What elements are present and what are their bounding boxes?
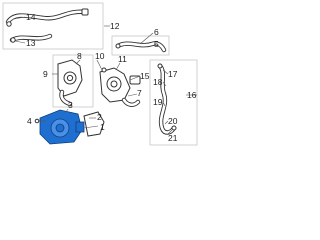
callout-1: 1 bbox=[100, 122, 105, 132]
callout-3: 3 bbox=[68, 100, 73, 110]
callout-2: 2 bbox=[97, 112, 102, 122]
callout-10: 10 bbox=[95, 51, 105, 61]
callout-6: 6 bbox=[154, 27, 159, 37]
bolt bbox=[101, 67, 107, 73]
callout-16: 16 bbox=[187, 90, 197, 100]
water-outlet-assembly bbox=[99, 67, 141, 107]
hose-clamp-21 bbox=[171, 125, 177, 131]
pump-bolt bbox=[34, 118, 46, 124]
callout-11: 11 bbox=[118, 54, 127, 64]
pipe-flange bbox=[81, 8, 89, 16]
callout-14: 14 bbox=[26, 12, 36, 22]
callout-8: 8 bbox=[77, 51, 82, 61]
hose-right-assembly bbox=[157, 63, 177, 135]
thermostat-housing bbox=[57, 59, 83, 107]
callout-12: 12 bbox=[110, 21, 120, 31]
hose-clamp-5 bbox=[115, 43, 121, 49]
hose-clamp-1 bbox=[6, 21, 12, 27]
callout-5: 5 bbox=[154, 39, 159, 49]
water-pump bbox=[39, 109, 85, 145]
callout-7: 7 bbox=[137, 88, 142, 98]
coolant-pipe-assembly bbox=[5, 8, 89, 43]
callout-9: 9 bbox=[43, 69, 48, 79]
hose-clamp-17 bbox=[157, 63, 163, 69]
hose-upper-assembly bbox=[115, 41, 167, 53]
callout-15: 15 bbox=[140, 71, 150, 81]
callout-17: 17 bbox=[168, 69, 178, 79]
parts-diagram bbox=[2, 2, 198, 146]
callout-4: 4 bbox=[27, 116, 32, 126]
callout-20: 20 bbox=[168, 116, 178, 126]
callout-21: 21 bbox=[168, 133, 178, 143]
callout-13: 13 bbox=[26, 38, 36, 48]
callout-19: 19 bbox=[153, 97, 163, 107]
callout-18: 18 bbox=[153, 77, 163, 87]
hose-clamp-2 bbox=[10, 37, 16, 43]
